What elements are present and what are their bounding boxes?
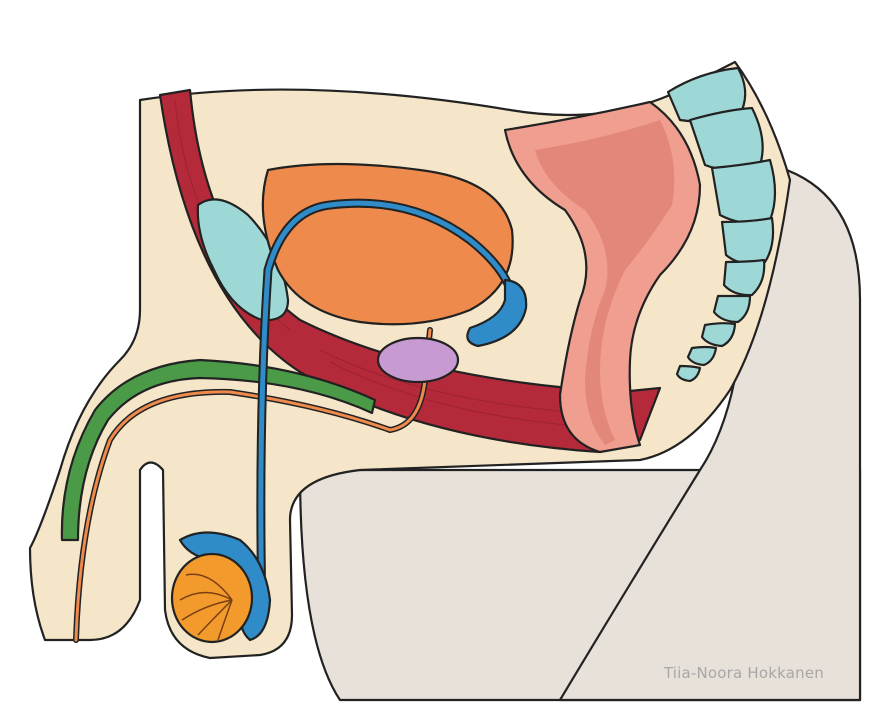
testis: [170, 552, 254, 644]
testis-lobules: [179, 573, 233, 641]
corpus-cavernosum: [60, 358, 377, 542]
vas-deferens: [258, 200, 515, 613]
vertebrae: [666, 66, 777, 383]
seminal-vesicle: [466, 278, 528, 348]
rectum-inner: [535, 120, 675, 445]
author-credit: Tiia-Noora Hokkanen: [663, 664, 824, 682]
urethra-fill: [74, 328, 432, 642]
prostate: [376, 336, 460, 384]
